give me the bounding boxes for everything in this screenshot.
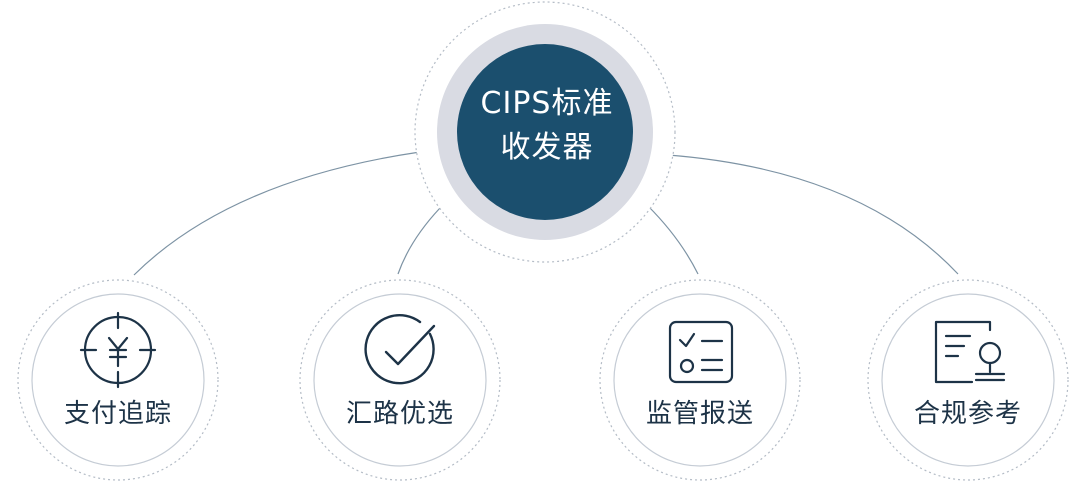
node-label-payment-tracking: 支付追踪: [63, 399, 172, 429]
node-compliance-reference: [867, 279, 1069, 481]
center-title: CIPS标准 收发器: [452, 82, 642, 170]
center-title-line2: 收发器: [500, 130, 594, 165]
certificate-document-icon: [934, 320, 1006, 384]
node-label-compliance-reference: 合规参考: [913, 399, 1022, 429]
node-label-regulatory-reporting: 监管报送: [645, 399, 754, 429]
yuan-crosshair-icon: [79, 311, 157, 389]
connector-line-payment-tracking: [133, 151, 421, 276]
connector-line-route-optimization: [397, 207, 441, 275]
node-label-route-optimization: 汇路优选: [345, 399, 454, 429]
checklist-icon: [668, 320, 734, 384]
center-title-line1: CIPS标准: [480, 86, 614, 121]
node-regulatory-reporting: [599, 279, 801, 481]
connector-line-compliance-reference: [667, 154, 959, 275]
connector-line-regulatory-reporting: [647, 205, 699, 275]
circle-check-icon: [364, 314, 436, 385]
center-hub-circle: [457, 44, 633, 220]
node-route-optimization: [299, 279, 501, 481]
